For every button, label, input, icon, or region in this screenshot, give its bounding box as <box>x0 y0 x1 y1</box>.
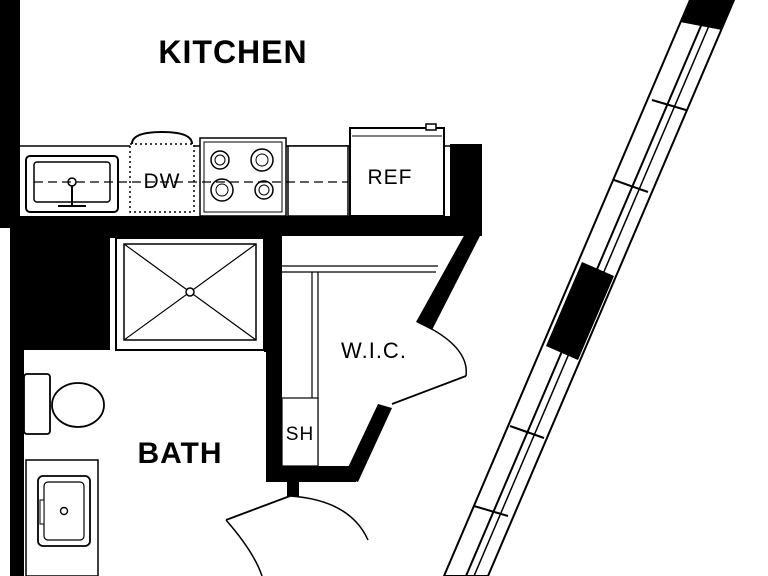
shower-wall-top <box>110 232 270 238</box>
wic-label: W.I.C. <box>341 338 407 363</box>
counter-wall <box>20 216 482 236</box>
bath-label: BATH <box>137 437 222 470</box>
wic-angled-wall-upper <box>416 232 482 330</box>
dishwasher: DW <box>129 130 195 213</box>
window-wall <box>442 0 736 576</box>
walk-in-closet: SH <box>281 265 467 467</box>
wic-angled-wall-lower <box>344 404 392 482</box>
kitchen-counter: DW REF <box>20 123 450 217</box>
wic-wall-bottom <box>266 466 356 482</box>
shelf <box>281 397 319 467</box>
window-pier-middle <box>546 262 614 360</box>
partition-bath-wic <box>266 232 282 482</box>
shower-drain-icon <box>185 287 195 297</box>
refrigerator: REF <box>349 123 445 217</box>
range <box>199 137 287 217</box>
vanity <box>25 459 99 576</box>
refrigerator-label: REF <box>368 166 413 189</box>
left-wall-upper <box>0 0 20 228</box>
shower <box>115 237 265 351</box>
walls <box>0 0 482 576</box>
bath-door-leaf <box>225 495 291 521</box>
door-jamb <box>287 478 299 496</box>
wic-door-leaf <box>391 375 467 405</box>
vanity-drain-icon <box>59 506 69 516</box>
wic-door-swing <box>417 321 467 377</box>
window-pier-top <box>680 0 734 30</box>
dishwasher-door-swing <box>131 130 193 145</box>
left-wall-lower <box>10 350 24 576</box>
mechanical-chase <box>10 228 110 350</box>
bath-door <box>225 495 369 576</box>
kitchen-sink <box>25 155 119 213</box>
bath-door-swing <box>225 519 263 576</box>
toilet <box>23 373 105 435</box>
kitchen-label: KITCHEN <box>158 34 307 70</box>
shelf-label: SH <box>286 424 314 445</box>
pillar-right <box>450 144 482 236</box>
